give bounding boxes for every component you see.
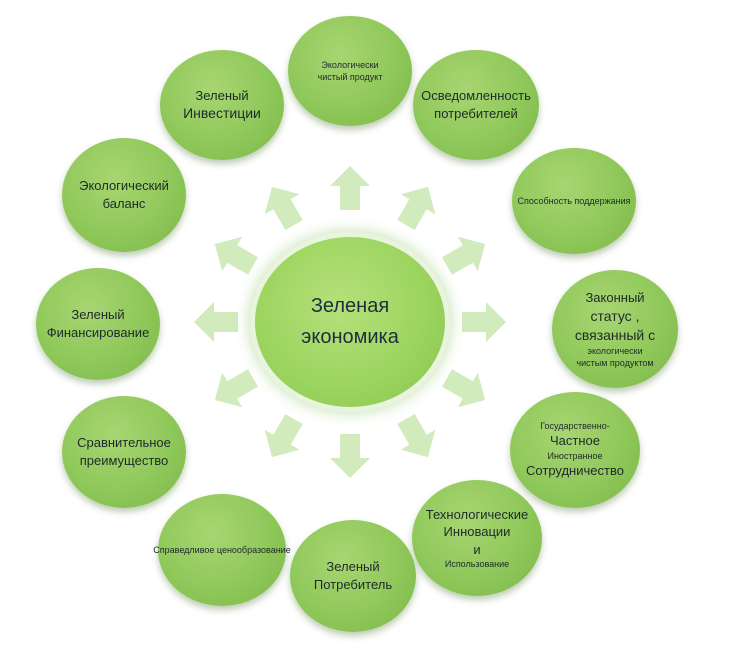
arrow-fair-pricing bbox=[264, 414, 303, 458]
node-text: Сотрудничество bbox=[526, 463, 624, 479]
center-label-line1: Зеленая bbox=[310, 295, 390, 317]
node-text: Иностранное bbox=[547, 451, 603, 461]
node-text: экологически bbox=[587, 345, 643, 356]
center-label-line2: экономика bbox=[301, 326, 399, 348]
node-green-financing: Зеленый Финансирование bbox=[36, 268, 160, 380]
node-text: преимущество bbox=[79, 453, 169, 468]
node-text: Использование bbox=[444, 559, 510, 570]
node-fair-pricing: Справедливое ценообразование bbox=[153, 494, 291, 606]
arrow-green-consumer bbox=[330, 434, 370, 478]
arrow-green-investment bbox=[264, 186, 303, 230]
node-text: Экологический bbox=[79, 178, 169, 194]
node-text: Справедливое ценообразование bbox=[153, 544, 291, 555]
node-text: Инновации bbox=[443, 524, 511, 540]
node-text: Технологические bbox=[425, 506, 529, 522]
node-text: Потребитель bbox=[313, 577, 393, 592]
node-comparative-advantage: Сравнительное преимущество bbox=[62, 396, 186, 508]
arrow-green-financing bbox=[194, 302, 238, 342]
node-text: Способность поддержания bbox=[517, 195, 631, 206]
node-text: Зеленый bbox=[71, 307, 125, 323]
node-text: чистым продуктом bbox=[576, 357, 654, 368]
node-text: и bbox=[473, 541, 481, 557]
node-text: Зеленый bbox=[195, 87, 249, 103]
node-text: статус , bbox=[590, 307, 640, 324]
arrow-ecological-balance bbox=[214, 236, 258, 275]
node-text: связанный с bbox=[574, 326, 656, 343]
node-text: потребителей bbox=[434, 106, 518, 121]
node-green-consumer: Зеленый Потребитель bbox=[290, 520, 416, 632]
node-text: Государственно- bbox=[540, 421, 610, 432]
node-ecological-balance: Экологический баланс bbox=[62, 138, 186, 252]
arrow-public-private-partnership bbox=[442, 369, 486, 408]
node-text: Финансирование bbox=[46, 325, 150, 340]
node-text: чистый продукт bbox=[317, 72, 383, 82]
node-consumer-awareness: Осведомленность потребителей bbox=[413, 50, 539, 160]
arrow-comparative-advantage bbox=[214, 369, 258, 408]
node-text: Зеленый bbox=[326, 559, 380, 575]
node-text: Инвестиции bbox=[183, 105, 261, 122]
node-text: Сравнительное bbox=[77, 435, 171, 451]
node-text: баланс bbox=[102, 196, 146, 211]
arrow-eco-product bbox=[330, 166, 370, 210]
node-tech-innovation: Технологические Инновации и Использовани… bbox=[412, 480, 542, 596]
node-text: Осведомленность bbox=[421, 88, 531, 104]
node-sustainability: Способность поддержания bbox=[512, 148, 636, 254]
arrow-consumer-awareness bbox=[397, 186, 436, 230]
node-eco-product: Экологически чистый продукт bbox=[288, 16, 412, 126]
node-text: Частное bbox=[550, 433, 600, 449]
node-public-private-partnership: Государственно- Частное Иностранное Сотр… bbox=[510, 392, 640, 508]
center-hub: Зеленая экономика bbox=[255, 237, 445, 407]
node-green-investment: Зеленый Инвестиции bbox=[160, 50, 284, 160]
arrow-sustainability bbox=[442, 236, 486, 275]
arrow-legal-status bbox=[462, 302, 506, 342]
node-text: Законный bbox=[585, 290, 645, 306]
node-text: Экологически bbox=[321, 59, 379, 70]
node-legal-status: Законный статус , связанный с экологичес… bbox=[552, 270, 678, 388]
arrow-tech-innovation bbox=[397, 414, 436, 458]
